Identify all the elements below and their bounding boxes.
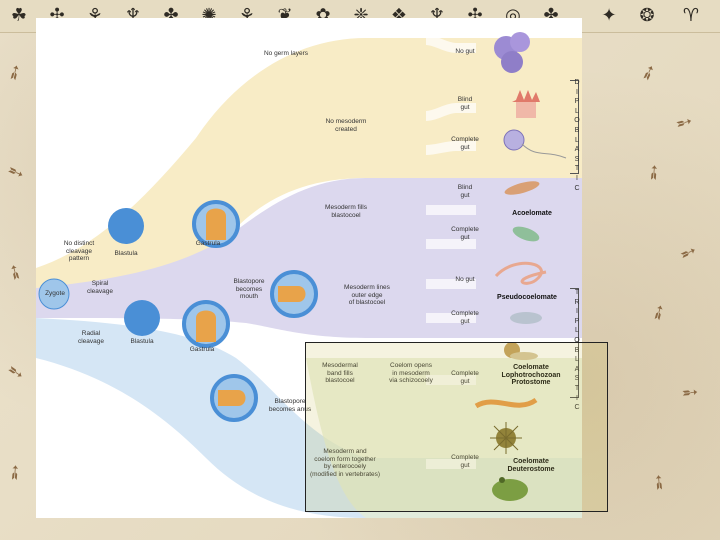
- label-no-mesoderm: No mesoderm created: [325, 118, 367, 133]
- label-blind-gut-2: Blind gut: [457, 184, 473, 199]
- fish-glyph-icon: ✦: [601, 5, 617, 26]
- arrow-blind-gut: [425, 103, 476, 121]
- label-no-gut-2: No gut: [455, 276, 475, 283]
- embryo-protostome-gut: [278, 286, 306, 302]
- label-coelom-schizocoely: Coelom opens in mesoderm via schizocoely: [389, 362, 433, 384]
- comb-jelly-illustration: [503, 129, 567, 159]
- bracket-diploblastic: [570, 80, 579, 174]
- label-pseudocoelomate: Pseudocoelomate: [497, 294, 557, 301]
- label-coelomate-deuterostome: Coelomate Deuterostome: [507, 458, 555, 473]
- phylogeny-diagram-panel: No germ layers No mesoderm created Mesod…: [36, 18, 582, 518]
- label-gastrula-bottom: Gastrula: [189, 346, 215, 353]
- bracket-triploblastic: [570, 288, 579, 398]
- snail-illustration: [504, 342, 538, 360]
- label-coelomate-lophotrochozoan: Coelomate Lophotrochozoan Protostome: [501, 364, 561, 386]
- label-acoelomate: Acoelomate: [512, 210, 552, 217]
- blastula-bottom: [124, 300, 160, 336]
- arrow-complete-gut: [425, 141, 476, 155]
- label-diploblastic-vertical: D I P L O B L A S T I C: [574, 79, 580, 192]
- label-complete-gut-2: Complete gut: [451, 226, 479, 241]
- earthworm-illustration: [474, 397, 538, 409]
- band-protostome: [36, 178, 582, 338]
- flatworm-illustration: [504, 181, 540, 195]
- tardigrade-illustration: [510, 312, 542, 324]
- gastrula-top-gut: [206, 208, 226, 240]
- label-complete-gut-1: Complete gut: [451, 136, 479, 151]
- label-blastula-bottom: Blastula: [130, 338, 154, 345]
- label-no-distinct-cleavage: No distinct cleavage pattern: [63, 240, 95, 262]
- label-mesoderm-enterocoely: Mesoderm and coelom form together by ent…: [309, 448, 381, 478]
- gastrula-bottom-gut: [196, 310, 216, 342]
- roundworm-illustration: [494, 261, 547, 285]
- goat-glyph-icon: ♈: [682, 5, 700, 26]
- label-complete-gut-4: Complete gut: [451, 370, 479, 385]
- label-blastopore-anus: Blastopore becomes anus: [268, 398, 312, 413]
- label-blastopore-mouth: Blastopore becomes mouth: [233, 278, 265, 300]
- band-coelomate: [306, 358, 582, 518]
- label-radial-cleavage: Radial cleavage: [77, 330, 105, 345]
- band-diploblastic: [36, 38, 582, 288]
- frog-glyph-icon: ☘: [10, 5, 28, 26]
- label-complete-gut-3: Complete gut: [451, 310, 479, 325]
- label-mesoderm-fills: Mesoderm fills blastocoel: [325, 204, 367, 219]
- label-no-gut-1: No gut: [455, 48, 475, 55]
- label-spiral-cleavage: Spiral cleavage: [86, 280, 114, 295]
- label-blind-gut-1: Blind gut: [457, 96, 473, 111]
- highlight-coelomate-box: [305, 342, 608, 512]
- sea-anemone-illustration: [512, 90, 540, 118]
- label-gastrula-top: Gastrula: [195, 240, 221, 247]
- label-blastula-top: Blastula: [114, 250, 138, 257]
- label-zygote: Zygote: [45, 290, 65, 297]
- frog-illustration: [492, 477, 528, 501]
- sponge-illustration: [494, 32, 530, 73]
- label-mesodermal-band: Mesodermal band fills blastocoel: [322, 362, 358, 384]
- label-triploblastic-vertical: T R I P L O B L A S T I C: [574, 289, 580, 412]
- blastula-top: [108, 208, 144, 244]
- label-no-germ-layers: No germ layers: [263, 50, 309, 57]
- sea-urchin-illustration: [490, 422, 522, 454]
- rotifer-illustration: [512, 226, 540, 242]
- arrow-no-gut: [425, 35, 476, 53]
- shell-glyph-icon-2: ❂: [639, 5, 655, 26]
- embryo-deuterostome-gut: [218, 390, 246, 406]
- label-complete-gut-5: Complete gut: [451, 454, 479, 469]
- zygote-cell: [38, 278, 70, 310]
- label-mesoderm-lines: Mesoderm lines outer edge of blastocoel: [344, 284, 390, 306]
- diagram-bands-svg: [36, 32, 582, 518]
